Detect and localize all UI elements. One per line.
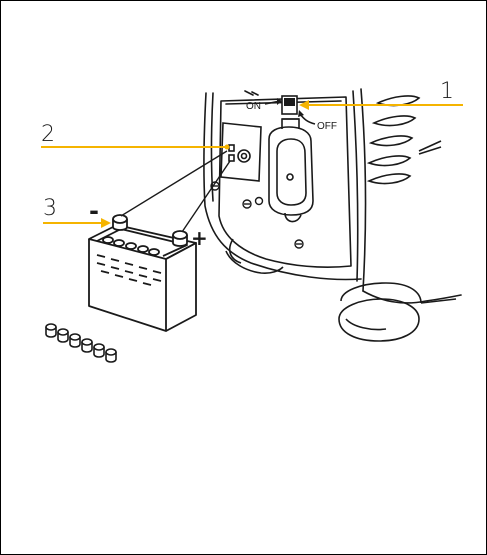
callout-arrow-1 [299,100,309,110]
battery [88,224,197,332]
on-off-switch [264,95,316,125]
callout-dot-2 [224,144,230,150]
switch-on-label: ON [246,101,261,112]
positive-terminal-sign: + [191,226,208,250]
battery-terminals [112,214,188,247]
generator-foot [225,238,457,342]
battery-cables [120,150,231,233]
callout-arrow-3 [101,218,111,228]
callout-number-1: 1 [440,79,454,104]
spare-cell-caps [45,323,117,363]
cooling-vents [366,95,442,185]
callout-number-3: 3 [43,196,57,221]
callout-arrowheads [101,100,309,228]
ac-outlet [268,118,314,223]
callout-number-2: 2 [41,122,55,147]
generator-body [203,88,462,304]
negative-terminal-sign: - [89,197,99,225]
callout-lines [41,104,463,224]
switch-off-label: OFF [317,121,337,132]
battery-terminal-panel [220,122,262,182]
